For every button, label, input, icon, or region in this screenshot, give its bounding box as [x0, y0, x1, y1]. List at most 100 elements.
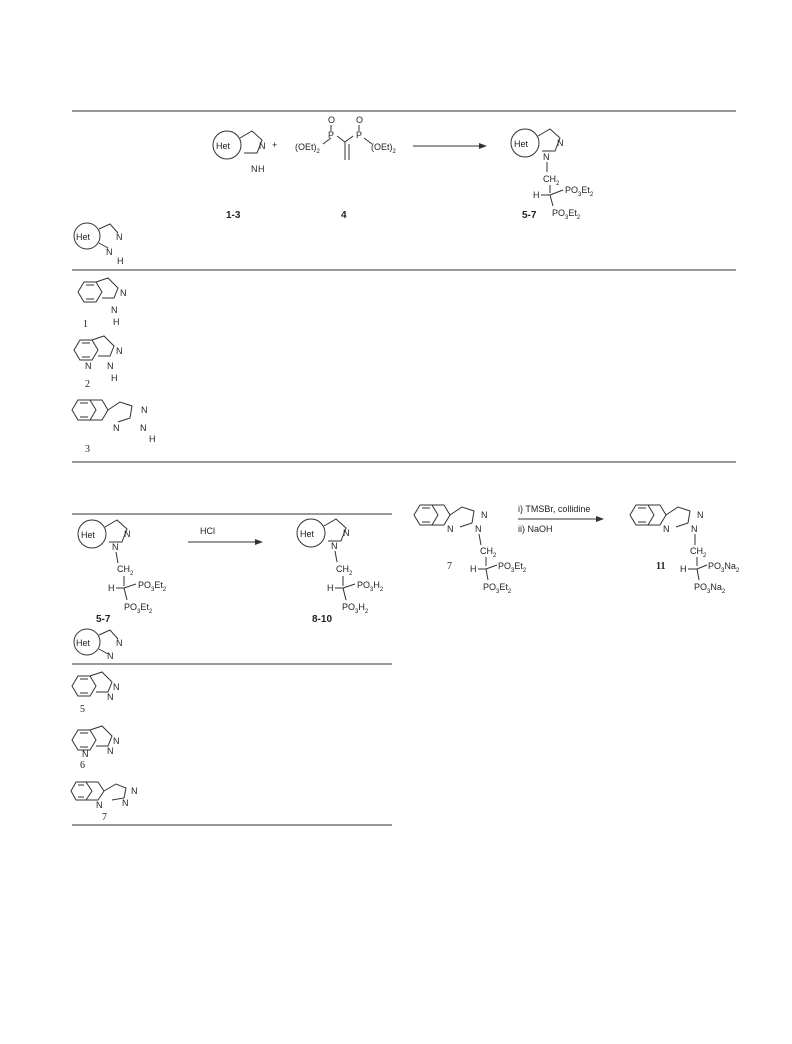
svg-text:H: H [533, 190, 540, 200]
svg-text:PO3Et2: PO3Et2 [565, 185, 594, 198]
svg-text:Het: Het [300, 529, 315, 539]
compound-5: N N 5 [71, 671, 120, 715]
svg-text:PO3H2: PO3H2 [342, 602, 369, 615]
svg-text:CH2: CH2 [336, 564, 353, 577]
label-11: 11 [656, 561, 665, 572]
compound-7: N N N 7 [70, 781, 138, 823]
scheme2-product-8-10: Het N N CH2 H PO3H2 PO3H2 [296, 518, 384, 615]
svg-text:N: N [124, 529, 131, 539]
label-5-7: 5-7 [522, 210, 537, 221]
atom-o-left: O [328, 115, 335, 125]
header-het-key: Het N N H [73, 222, 124, 266]
svg-text:H: H [117, 256, 124, 266]
atom-h: H [258, 164, 265, 174]
svg-text:PO3Et2: PO3Et2 [124, 602, 153, 615]
atom-n: N [259, 141, 266, 151]
svg-text:N: N [447, 524, 454, 534]
scheme3-start-7: N N N CH2 H PO3Et2 PO3Et2 7 [413, 504, 527, 595]
label-1-3: 1-3 [226, 210, 241, 221]
svg-text:CH2: CH2 [690, 546, 707, 559]
svg-text:PO3Na2: PO3Na2 [694, 582, 726, 595]
svg-text:PO3Et2: PO3Et2 [138, 580, 167, 593]
svg-text:PO3Et2: PO3Et2 [483, 582, 512, 595]
svg-text:N: N [107, 692, 114, 702]
svg-text:H: H [149, 434, 156, 444]
label-8-10: 8-10 [312, 614, 332, 625]
svg-text:N: N [112, 542, 119, 552]
svg-text:N: N [111, 305, 118, 315]
header-het-key-2: Het N N [73, 628, 123, 661]
svg-text:N: N [140, 423, 147, 433]
svg-text:N: N [331, 541, 338, 551]
svg-text:N: N [122, 798, 129, 808]
oet2-right: (OEt)2 [371, 142, 397, 155]
ch2-label: CH2 [543, 174, 560, 187]
svg-text:PO3H2: PO3H2 [357, 580, 384, 593]
atom-p-left: P [328, 130, 334, 140]
svg-text:2: 2 [85, 379, 90, 390]
svg-text:H: H [113, 317, 120, 327]
svg-text:3: 3 [85, 444, 90, 455]
svg-text:H: H [111, 373, 118, 383]
svg-text:N: N [82, 749, 89, 759]
svg-text:N: N [131, 786, 138, 796]
svg-text:5: 5 [80, 704, 85, 715]
oet2-left: (OEt)2 [295, 142, 321, 155]
svg-text:PO3Na2: PO3Na2 [708, 561, 740, 574]
label-4: 4 [341, 210, 347, 221]
svg-text:N: N [475, 524, 482, 534]
svg-text:N: N [107, 651, 114, 661]
svg-text:7: 7 [102, 812, 107, 823]
het-label: Het [216, 141, 231, 151]
svg-text:N: N [481, 510, 488, 520]
svg-text:N: N [113, 682, 120, 692]
svg-text:Het: Het [76, 232, 91, 242]
compound-6: N N N 6 [71, 725, 120, 771]
compound-3-pyrazoloquinoline: N N N H 3 [71, 399, 156, 455]
svg-text:N: N [691, 524, 698, 534]
atom-p-right: P [356, 130, 362, 140]
label-5-7-scheme2: 5-7 [96, 614, 111, 625]
het-ring-circle [212, 130, 242, 160]
svg-text:CH2: CH2 [480, 546, 497, 559]
label-7-scheme3: 7 [447, 561, 452, 572]
svg-text:Het: Het [514, 139, 529, 149]
svg-text:1: 1 [83, 319, 88, 330]
svg-text:PO3Et2: PO3Et2 [552, 208, 581, 221]
svg-text:N: N [543, 152, 550, 162]
svg-text:N: N [107, 746, 114, 756]
svg-text:Het: Het [76, 638, 91, 648]
svg-text:N: N [113, 423, 120, 433]
reactant-het-pyrazole: Het N N H [212, 130, 266, 174]
svg-text:N: N [120, 288, 127, 298]
svg-text:6: 6 [80, 760, 85, 771]
step1-reagents: i) TMSBr, collidine [518, 504, 590, 514]
svg-text:N: N [85, 361, 92, 371]
svg-text:N: N [113, 736, 120, 746]
svg-text:N: N [106, 247, 113, 257]
svg-text:H: H [680, 564, 687, 574]
compound-1-indazole: N N H 1 [77, 277, 127, 330]
atom-n-h: N [251, 164, 258, 174]
svg-text:H: H [327, 583, 334, 593]
compound-2-pyrazolopyridine: N N N H 2 [73, 335, 123, 390]
svg-text:N: N [557, 138, 564, 148]
atom-o-right: O [356, 115, 363, 125]
svg-text:PO3Et2: PO3Et2 [498, 561, 527, 574]
svg-text:H: H [108, 583, 115, 593]
svg-text:N: N [697, 510, 704, 520]
svg-text:N: N [663, 524, 670, 534]
svg-text:N: N [116, 346, 123, 356]
scheme2-start-5-7: Het N N CH2 H PO3Et2 PO3Et2 [77, 519, 167, 615]
svg-text:H: H [470, 564, 477, 574]
svg-text:Het: Het [81, 530, 96, 540]
svg-text:N: N [107, 361, 114, 371]
svg-text:CH2: CH2 [117, 564, 134, 577]
svg-text:N: N [116, 232, 123, 242]
svg-text:N: N [141, 405, 148, 415]
step2-reagents: ii) NaOH [518, 524, 553, 534]
reagent-hcl: HCl [200, 526, 215, 536]
svg-text:N: N [343, 528, 350, 538]
scheme3-product-11: N N N CH2 H PO3Na2 PO3Na2 11 [629, 504, 740, 595]
